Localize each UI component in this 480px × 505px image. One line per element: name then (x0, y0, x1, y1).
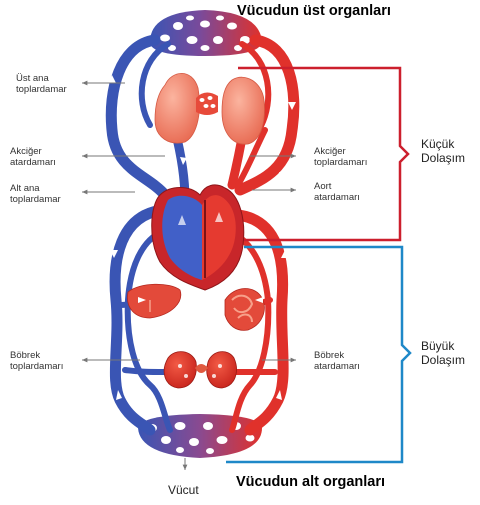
oxygen-poor-vessels (105, 34, 190, 436)
upper-organs-title: Vücudun üst organları (237, 3, 391, 19)
kidneys (163, 351, 237, 389)
lower-organs-title: Vücudun alt organları (236, 474, 386, 490)
liver (127, 283, 182, 319)
large-circulation-bracket (226, 245, 412, 464)
lungs (154, 72, 265, 145)
heart (151, 184, 245, 291)
body-label: Vücut (168, 483, 199, 497)
intestines (224, 288, 265, 331)
lower-capillary-bed (138, 414, 262, 458)
label-pointers (82, 80, 296, 470)
upper-capillary-bed (150, 10, 262, 56)
small-circulation-bracket (238, 66, 410, 242)
flow-arrows (108, 75, 296, 400)
